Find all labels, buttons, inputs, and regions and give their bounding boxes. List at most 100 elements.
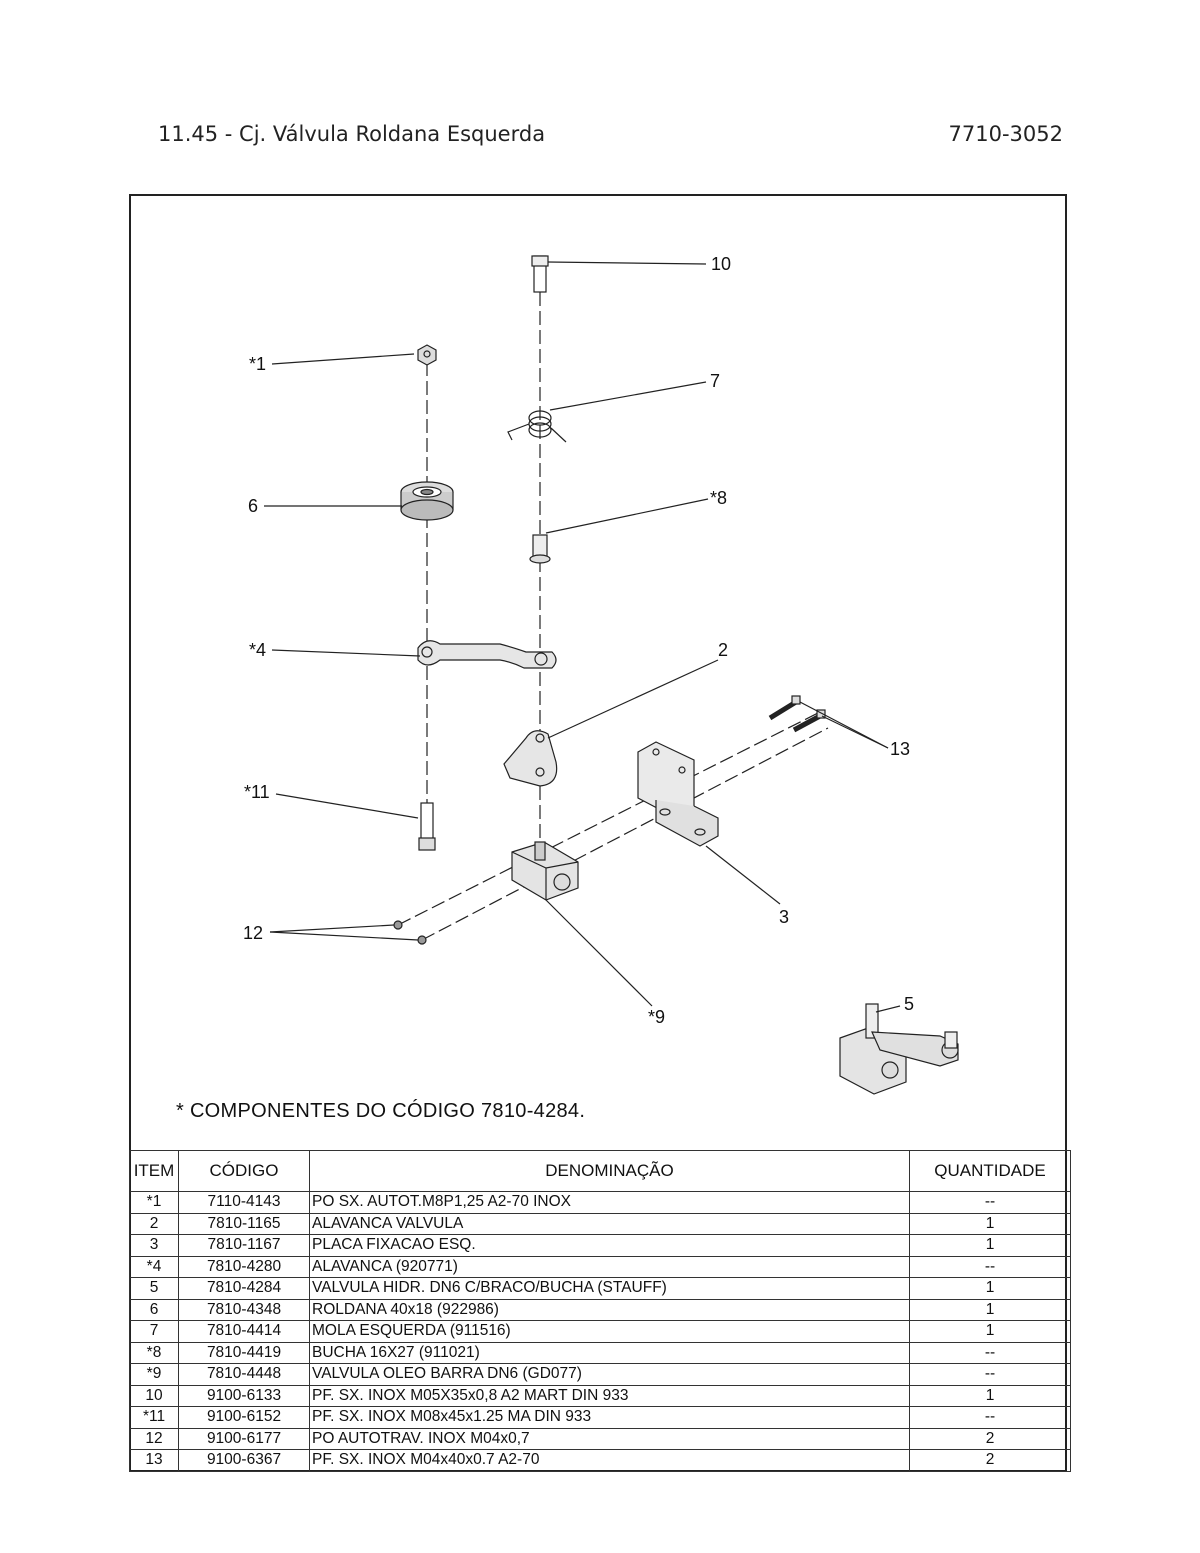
cell-item: *11 xyxy=(129,1406,179,1429)
cell-name: MOLA ESQUERDA (911516) xyxy=(309,1320,910,1343)
part-1-nut xyxy=(417,344,437,366)
cell-qty: -- xyxy=(909,1256,1071,1278)
cell-qty: 2 xyxy=(909,1449,1071,1472)
cell-name: PF. SX. INOX M05X35x0,8 A2 MART DIN 933 xyxy=(309,1385,910,1407)
callout-9: *9 xyxy=(648,1007,665,1027)
cell-name: VALVULA HIDR. DN6 C/BRACO/BUCHA (STAUFF) xyxy=(309,1277,910,1300)
header-name: DENOMINAÇÃO xyxy=(309,1150,910,1192)
cell-code: 9100-6152 xyxy=(178,1406,310,1429)
cell-item: *8 xyxy=(129,1342,179,1364)
header-item: ITEM xyxy=(129,1150,179,1192)
cell-code: 7810-4280 xyxy=(178,1256,310,1278)
components-note: * COMPONENTES DO CÓDIGO 7810-4284. xyxy=(176,1100,586,1122)
part-9-valve-block xyxy=(511,841,579,901)
cell-code: 7810-1165 xyxy=(178,1213,310,1235)
part-6-roller xyxy=(400,481,454,521)
cell-name: BUCHA 16X27 (911021) xyxy=(309,1342,910,1364)
cell-code: 7810-4348 xyxy=(178,1299,310,1321)
cell-qty: -- xyxy=(909,1406,1071,1429)
part-5-assembled-valve xyxy=(839,1003,959,1095)
part-8-bushing xyxy=(529,534,551,564)
cell-item: *4 xyxy=(129,1256,179,1278)
part-2-valve-lever xyxy=(503,730,558,787)
cell-name: PLACA FIXACAO ESQ. xyxy=(309,1234,910,1257)
assembly-code: 7710-3052 xyxy=(948,122,1063,146)
callout-5: 5 xyxy=(904,994,914,1014)
axis-screw-upper xyxy=(397,711,821,926)
callout-4: *4 xyxy=(249,640,266,660)
callout-2: 2 xyxy=(718,640,728,660)
cell-code: 7810-4448 xyxy=(178,1363,310,1386)
part-13-screws xyxy=(768,695,826,733)
callout-11: *11 xyxy=(244,782,270,802)
cell-item: 12 xyxy=(129,1428,179,1450)
cell-qty: 1 xyxy=(909,1277,1071,1300)
cell-name: ALAVANCA (920771) xyxy=(309,1256,910,1278)
cell-qty: 1 xyxy=(909,1213,1071,1235)
part-7-spring xyxy=(507,410,567,443)
drawing-frame xyxy=(129,194,1067,1472)
callout-1: *1 xyxy=(249,354,266,374)
part-12-nuts xyxy=(393,920,427,945)
callout-13: 13 xyxy=(890,739,910,759)
part-10-bolt xyxy=(531,255,549,293)
cell-item: 2 xyxy=(129,1213,179,1235)
callout-8: *8 xyxy=(710,488,727,508)
cell-qty: 1 xyxy=(909,1320,1071,1343)
cell-item: *1 xyxy=(129,1191,179,1214)
cell-name: ALAVANCA VALVULA xyxy=(309,1213,910,1235)
header-code: CÓDIGO xyxy=(178,1150,310,1192)
cell-code: 7810-4419 xyxy=(178,1342,310,1364)
cell-qty: 2 xyxy=(909,1428,1071,1450)
cell-name: VALVULA OLEO BARRA DN6 (GD077) xyxy=(309,1363,910,1386)
cell-code: 9100-6177 xyxy=(178,1428,310,1450)
callout-3: 3 xyxy=(779,907,789,927)
cell-item: 5 xyxy=(129,1277,179,1300)
cell-qty: 1 xyxy=(909,1385,1071,1407)
cell-qty: 1 xyxy=(909,1299,1071,1321)
cell-item: 10 xyxy=(129,1385,179,1407)
cell-code: 7810-4414 xyxy=(178,1320,310,1343)
cell-item: 3 xyxy=(129,1234,179,1257)
cell-item: *9 xyxy=(129,1363,179,1386)
header-qty: QUANTIDADE xyxy=(909,1150,1071,1192)
parts-table-header: ITEM CÓDIGO DENOMINAÇÃO QUANTIDADE xyxy=(129,1150,1071,1192)
cell-code: 7810-1167 xyxy=(178,1234,310,1257)
cell-name: PF. SX. INOX M04x40x0.7 A2-70 xyxy=(309,1449,910,1472)
callout-6: 6 xyxy=(248,496,258,516)
part-4-lever xyxy=(417,640,557,669)
cell-item: 13 xyxy=(129,1449,179,1472)
cell-qty: -- xyxy=(909,1342,1071,1364)
cell-qty: -- xyxy=(909,1363,1071,1386)
cell-item: 6 xyxy=(129,1299,179,1321)
cell-code: 7810-4284 xyxy=(178,1277,310,1300)
cell-qty: 1 xyxy=(909,1234,1071,1257)
page-title: 11.45 - Cj. Válvula Roldana Esquerda xyxy=(158,122,546,146)
cell-code: 7110-4143 xyxy=(178,1191,310,1214)
callout-10: 10 xyxy=(711,254,731,274)
cell-name: PF. SX. INOX M08x45x1.25 MA DIN 933 xyxy=(309,1406,910,1429)
cell-code: 9100-6367 xyxy=(178,1449,310,1472)
cell-code: 9100-6133 xyxy=(178,1385,310,1407)
part-11-bolt xyxy=(418,802,436,851)
cell-name: PO SX. AUTOT.M8P1,25 A2-70 INOX xyxy=(309,1191,910,1214)
cell-item: 7 xyxy=(129,1320,179,1343)
callout-7: 7 xyxy=(710,371,720,391)
part-3-bracket-plate xyxy=(637,741,719,847)
cell-name: PO AUTOTRAV. INOX M04x0,7 xyxy=(309,1428,910,1450)
